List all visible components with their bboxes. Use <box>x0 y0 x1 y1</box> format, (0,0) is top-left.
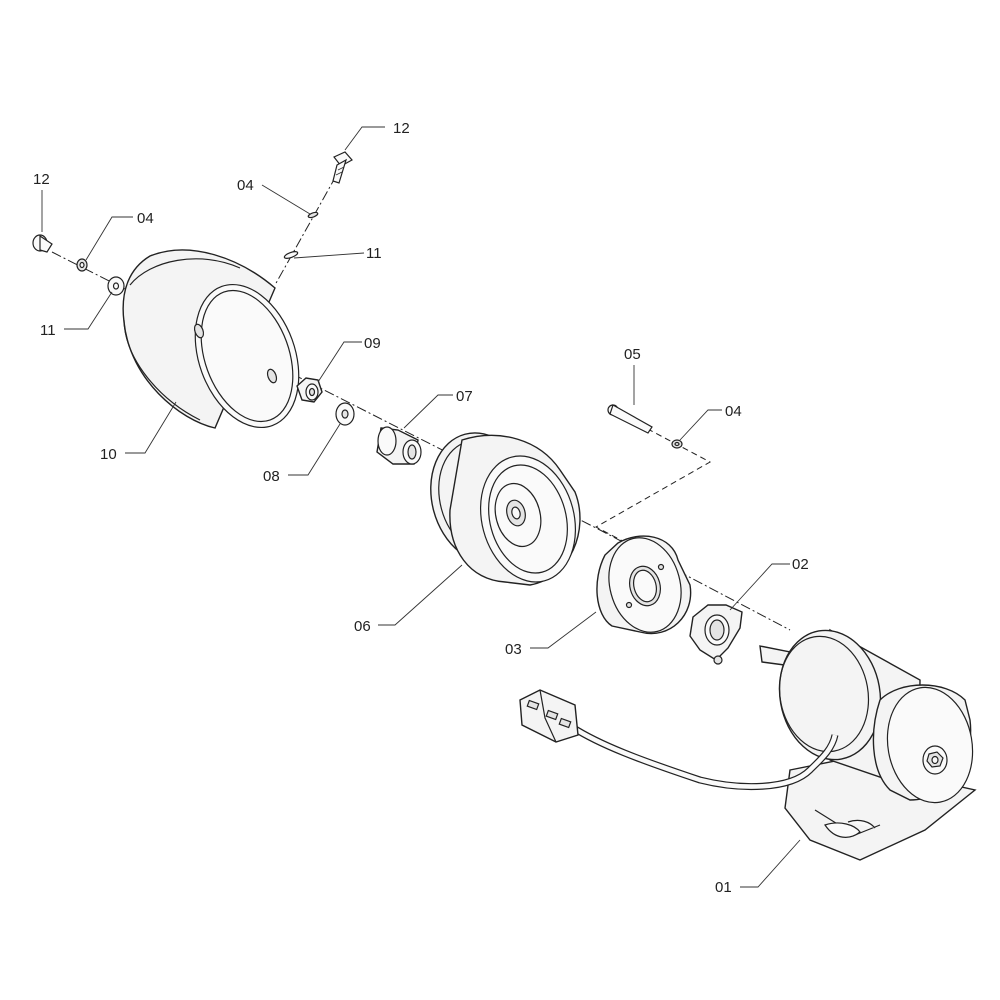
callout-09: 09 <box>364 335 381 352</box>
callout-11-left: 11 <box>40 322 56 339</box>
callout-04-top: 04 <box>237 177 254 194</box>
leader-10 <box>125 401 177 454</box>
leader-02 <box>729 563 790 611</box>
callout-12-top: 12 <box>393 120 410 137</box>
lock-washer-04-top <box>307 211 319 219</box>
callout-11-top: 11 <box>366 245 382 262</box>
motor-assembly-01 <box>519 628 977 861</box>
callout-01: 01 <box>715 879 732 896</box>
leader-07 <box>403 394 453 429</box>
hex-nut-09 <box>296 377 323 403</box>
pulley-wheel-06 <box>430 432 581 586</box>
callout-08: 08 <box>263 468 280 485</box>
flat-washer-11-top <box>283 251 299 259</box>
callout-02: 02 <box>792 556 809 573</box>
leader-01 <box>740 839 801 888</box>
cap-screw-05 <box>607 404 653 434</box>
leader-04-left <box>85 216 133 261</box>
leader-04-right <box>679 409 722 441</box>
lock-washer-04-right <box>671 439 683 449</box>
leader-06 <box>378 564 463 626</box>
screw-axis-05 <box>594 409 712 551</box>
lock-washer-04-left <box>76 258 88 272</box>
leader-08 <box>288 423 341 476</box>
leader-09 <box>317 341 362 383</box>
screw-12-top <box>332 151 353 184</box>
hub-03 <box>596 535 692 635</box>
leader-11-left <box>64 291 113 330</box>
callout-12-left: 12 <box>33 171 50 188</box>
callout-10: 10 <box>100 446 117 463</box>
leader-04-top <box>261 184 311 215</box>
leader-11-top <box>293 252 365 259</box>
electrical-connector <box>519 689 579 743</box>
cylinder-guard-10 <box>122 249 300 429</box>
callout-03: 03 <box>505 641 522 658</box>
washer-08 <box>335 402 355 426</box>
callout-07: 07 <box>456 388 473 405</box>
flat-washer-11-left <box>107 276 125 296</box>
callout-04-left: 04 <box>137 210 154 227</box>
leader-12-top <box>344 126 385 151</box>
callout-04-right: 04 <box>725 403 742 420</box>
leader-03 <box>530 611 597 649</box>
bushing-07 <box>376 426 422 465</box>
clamp-collar-02 <box>689 604 743 665</box>
screw-12-left <box>32 234 53 253</box>
callout-05: 05 <box>624 346 641 363</box>
callout-06: 06 <box>354 618 371 635</box>
